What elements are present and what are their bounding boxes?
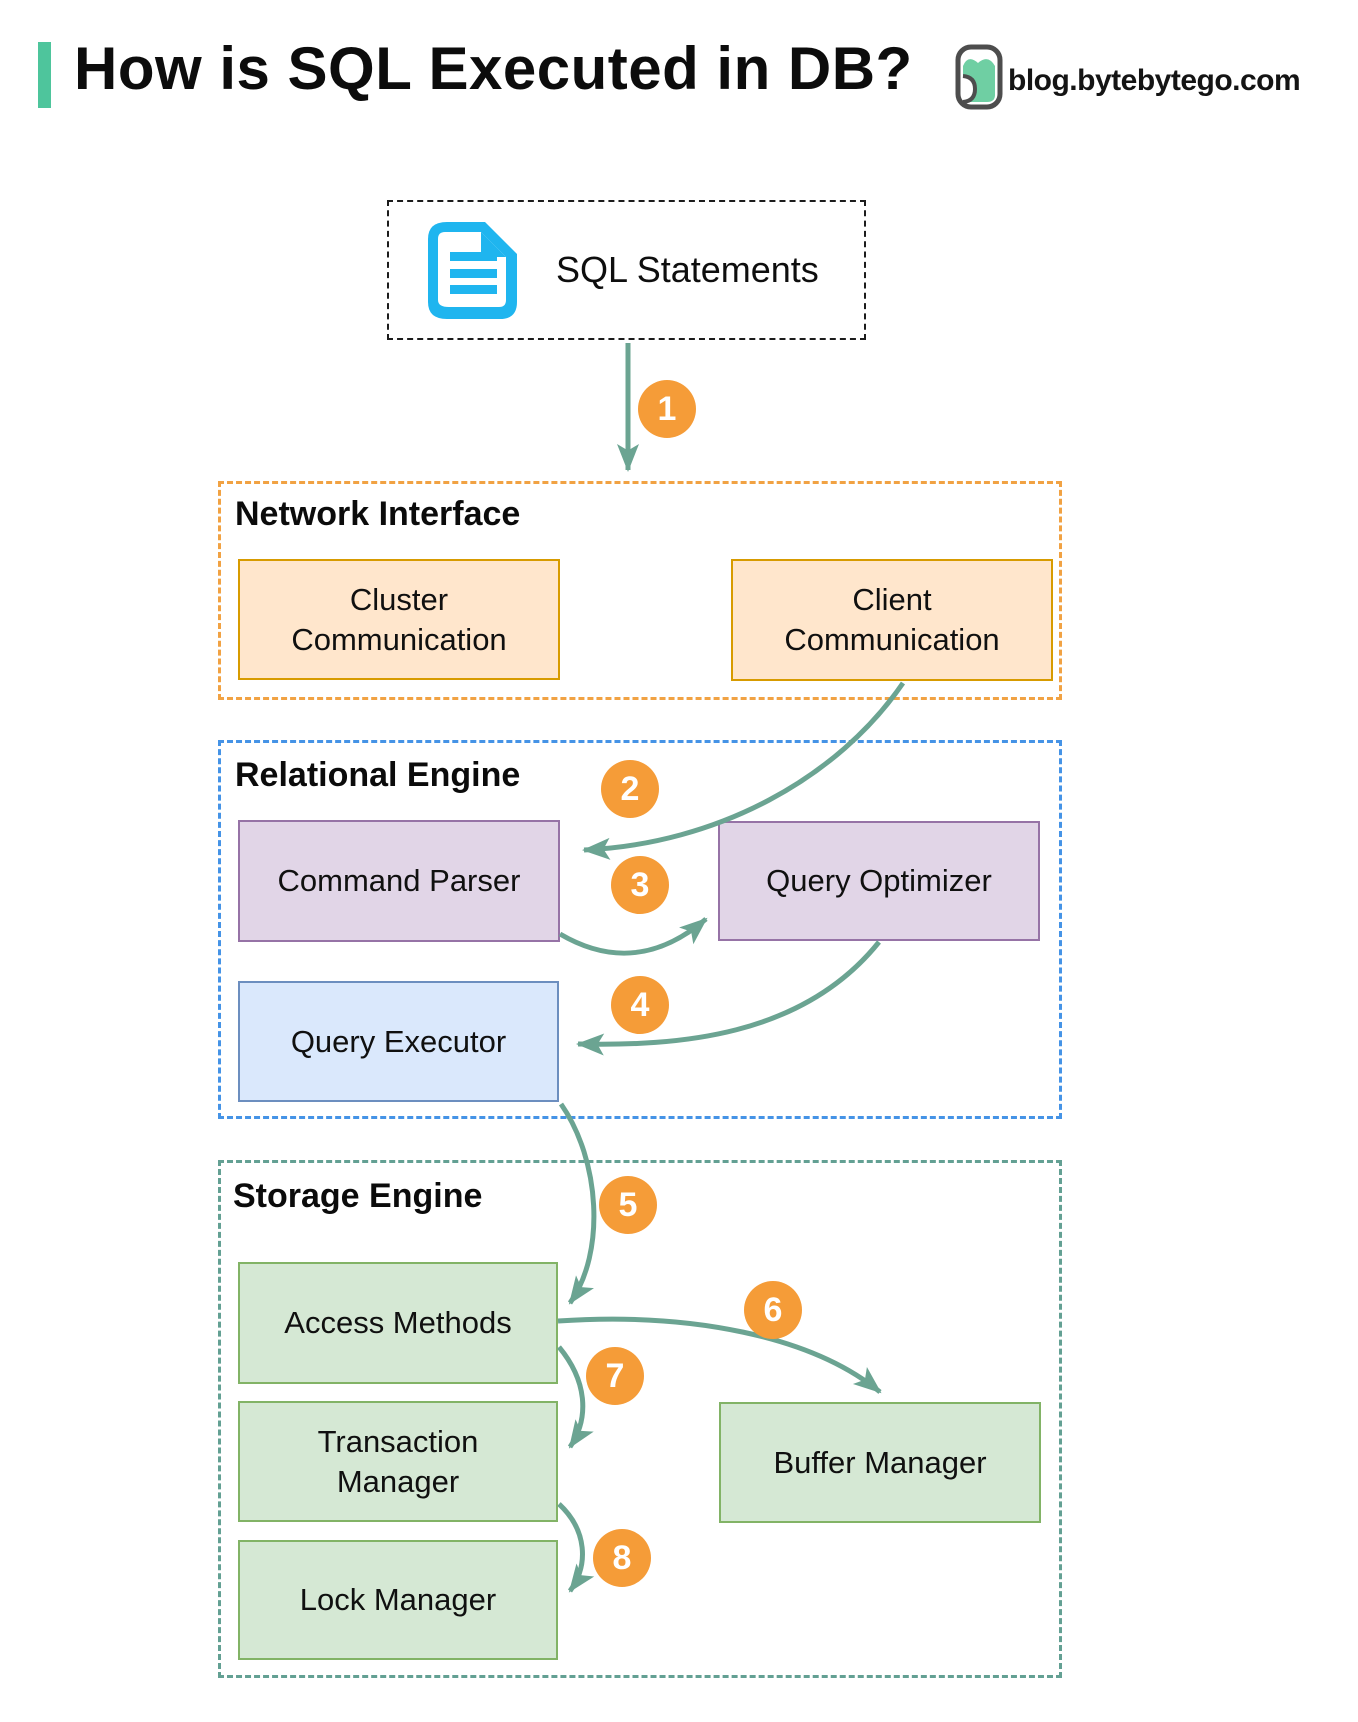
relational-engine-title: Relational Engine — [235, 756, 521, 794]
storage-engine-title: Storage Engine — [233, 1177, 483, 1215]
node-label-line: Client — [852, 582, 932, 618]
site-url: blog.bytebytego.com — [1008, 64, 1301, 97]
step-badge-6: 6 — [744, 1281, 802, 1339]
client-communication-box: Client Communication — [731, 559, 1053, 681]
node-label-line: Command Parser — [277, 863, 521, 899]
cluster-communication-box: Cluster Communication — [238, 559, 560, 680]
access-methods-box: Access Methods — [238, 1262, 558, 1384]
node-label-line: Access Methods — [284, 1305, 512, 1341]
step-badge-4: 4 — [611, 976, 669, 1034]
network-interface-title: Network Interface — [235, 495, 521, 533]
node-label-line: Cluster — [349, 581, 449, 617]
bytebytego-logo-icon — [955, 44, 1003, 110]
step-badge-1: 1 — [638, 380, 696, 438]
node-label-line: Query Optimizer — [766, 863, 992, 899]
lock-manager-box: Lock Manager — [238, 1540, 558, 1660]
node-label-line: Query Executor — [290, 1023, 507, 1059]
transaction-manager-box: Transaction Manager — [238, 1401, 558, 1522]
node-label-line: Buffer Manager — [773, 1444, 987, 1480]
query-optimizer-box: Query Optimizer — [718, 821, 1040, 941]
buffer-manager-box: Buffer Manager — [719, 1402, 1041, 1523]
node-label-line: Communication — [291, 621, 507, 657]
query-executor-box: Query Executor — [238, 981, 559, 1102]
step-badge-2: 2 — [601, 760, 659, 818]
document-icon — [428, 222, 517, 319]
node-label-line: Communication — [784, 622, 1000, 657]
node-label-line: Transaction — [317, 1423, 479, 1459]
step-badge-8: 8 — [593, 1529, 651, 1587]
command-parser-box: Command Parser — [238, 820, 560, 942]
section-storage-engine: Storage Engine Access Methods Transactio… — [218, 1160, 1062, 1678]
title-accent-bar — [38, 42, 51, 108]
section-network-interface: Network Interface Cluster Communication … — [218, 481, 1062, 700]
node-label-line: Lock Manager — [299, 1582, 497, 1618]
section-relational-engine: Relational Engine Command Parser Query O… — [218, 740, 1062, 1119]
page-title: How is SQL Executed in DB? — [74, 35, 913, 102]
node-label-line: Manager — [336, 1463, 460, 1499]
step-badge-7: 7 — [586, 1347, 644, 1405]
sql-statements-label: SQL Statements — [556, 249, 819, 290]
step-badge-3: 3 — [611, 856, 669, 914]
step-badge-5: 5 — [599, 1176, 657, 1234]
